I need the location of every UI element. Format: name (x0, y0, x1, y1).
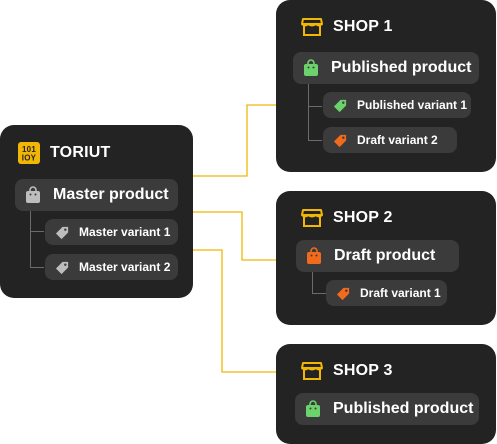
shop-3-product-label: Published product (333, 400, 474, 417)
master-product-label: Master product (53, 186, 169, 203)
tag-icon (55, 225, 70, 240)
tag-icon (333, 133, 348, 148)
shop-1-header: SHOP 1 (301, 17, 393, 37)
shop-1-variant-1-pill[interactable]: Published variant 1 (323, 92, 471, 118)
shop-2-card: SHOP 2 Draft product Draft variant 1 (276, 191, 496, 325)
tag-icon (336, 286, 351, 301)
store-icon (301, 17, 323, 37)
bag-icon (25, 186, 41, 204)
shop-1-product-label: Published product (331, 59, 472, 76)
shop-1-product-pill[interactable]: Published product (293, 52, 479, 84)
shop-2-product-pill[interactable]: Draft product (296, 240, 459, 272)
shop-3-title: SHOP 3 (333, 362, 393, 379)
shop-2-variant-1-label: Draft variant 1 (360, 286, 441, 300)
tag-icon (333, 98, 348, 113)
store-icon (301, 208, 323, 228)
shop-2-variant-1-pill[interactable]: Draft variant 1 (326, 280, 447, 306)
toriut-logo-icon: 101 IOY (18, 142, 40, 164)
connector-shop2 (193, 211, 288, 261)
shop-2-title: SHOP 2 (333, 209, 393, 226)
master-product-pill[interactable]: Master product (15, 179, 178, 211)
shop-1-title: SHOP 1 (333, 18, 393, 35)
connector-shop1 (193, 104, 288, 177)
source-card-header: 101 IOY TORIUT (18, 142, 110, 164)
shop-3-card: SHOP 3 Published product (276, 344, 496, 444)
shop-1-variant-2-label: Draft variant 2 (357, 133, 438, 147)
bag-icon (303, 59, 319, 77)
connector-shop3 (193, 249, 288, 373)
svg-text:IOY: IOY (22, 154, 37, 163)
tag-icon (55, 260, 70, 275)
svg-text:101: 101 (22, 145, 36, 154)
shop-1-tree-branch-2 (308, 134, 322, 141)
source-card: 101 IOY TORIUT Master product Master var… (0, 125, 193, 298)
source-tree-line (30, 211, 31, 267)
source-tree-branch-2 (30, 261, 44, 268)
source-tree-branch-1 (30, 225, 44, 232)
master-variant-1-pill[interactable]: Master variant 1 (45, 219, 178, 245)
master-variant-2-pill[interactable]: Master variant 2 (45, 254, 178, 280)
source-title: TORIUT (50, 144, 111, 161)
shop-3-product-pill[interactable]: Published product (295, 393, 479, 425)
shop-2-tree-branch-1 (312, 272, 327, 294)
shop-1-tree-line (308, 84, 309, 140)
shop-2-product-label: Draft product (334, 247, 436, 264)
shop-1-card: SHOP 1 Published product Published varia… (276, 0, 496, 172)
shop-1-variant-2-pill[interactable]: Draft variant 2 (323, 127, 457, 153)
master-variant-2-label: Master variant 2 (79, 260, 171, 274)
master-variant-1-label: Master variant 1 (79, 225, 171, 239)
shop-1-tree-branch-1 (308, 100, 322, 107)
shop-3-header: SHOP 3 (301, 361, 393, 381)
shop-2-header: SHOP 2 (301, 208, 393, 228)
bag-icon (305, 400, 321, 418)
store-icon (301, 361, 323, 381)
bag-icon (306, 247, 322, 265)
shop-1-variant-1-label: Published variant 1 (357, 98, 468, 112)
